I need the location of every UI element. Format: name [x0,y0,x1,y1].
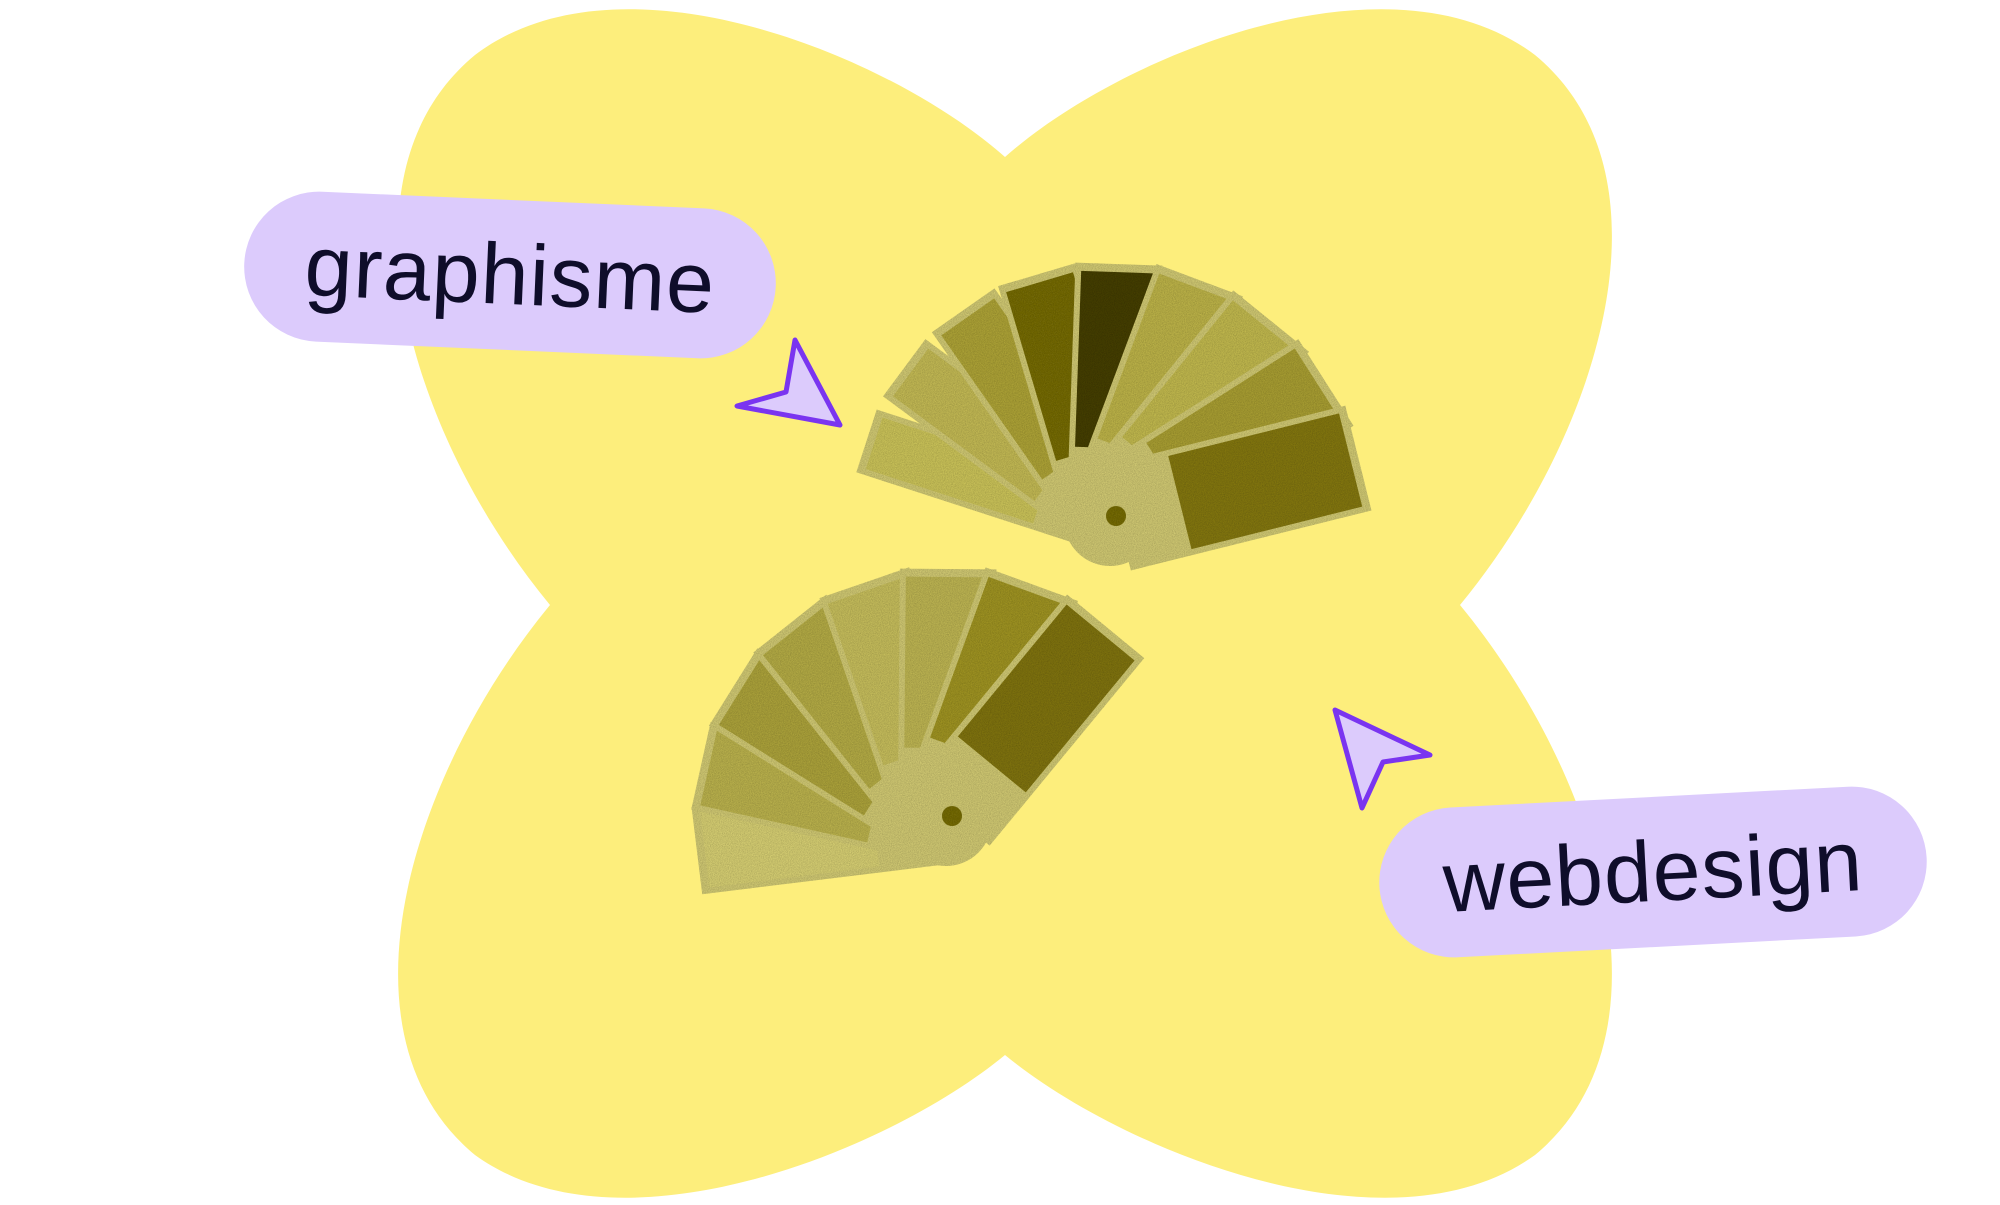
color-swatch-fan-icon [856,262,1372,571]
color-swatch-fan-icon [691,567,1145,895]
cursor-arrow-icon [734,337,843,428]
swatch-pin [1106,506,1126,526]
swatch-color [865,417,1050,524]
cursor-arrow-icon [1332,707,1433,811]
webdesign-tag: webdesign [1375,782,1931,962]
graphisme-label: graphisme [302,217,718,332]
webdesign-label: webdesign [1440,812,1866,931]
swatch-color [1168,413,1363,550]
swatch-pin [942,806,962,826]
swatch-color [957,604,1135,793]
graphisme-tag: graphisme [240,188,780,362]
